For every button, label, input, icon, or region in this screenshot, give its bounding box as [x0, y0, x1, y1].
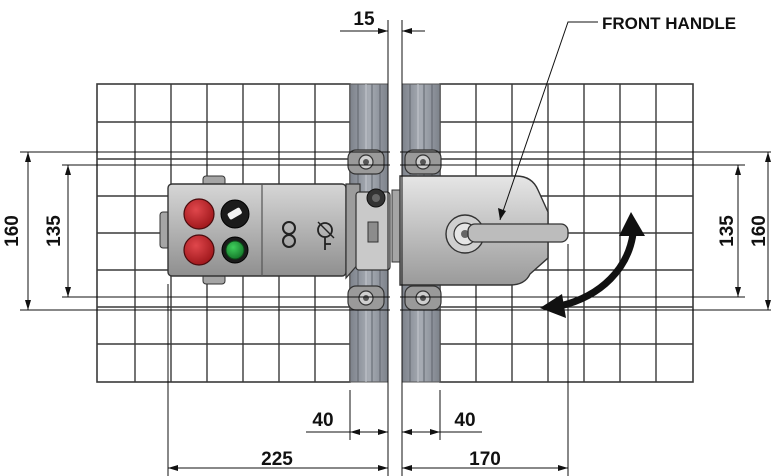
red-button-bottom — [183, 234, 215, 266]
dimension-arrowheads — [25, 28, 771, 471]
dim-right-width: 170 — [469, 449, 501, 470]
infinity-symbol-icon — [282, 221, 296, 248]
dim-right-height-outer: 160 — [749, 215, 770, 247]
dim-left-height-inner: 135 — [44, 215, 65, 247]
rotation-arrow-icon — [540, 212, 645, 318]
dim-right-height-inner: 135 — [717, 215, 738, 247]
dim-gap-top: 15 — [353, 9, 375, 30]
mounting-bracket-bottom-left — [347, 285, 385, 311]
dim-left-width: 225 — [261, 449, 293, 470]
green-button — [221, 236, 249, 264]
front-handle-label: FRONT HANDLE — [602, 14, 736, 33]
mounting-bracket-top-left — [347, 149, 385, 175]
selector-switch-black — [220, 199, 250, 229]
emergency-stop-red-button-top — [183, 198, 215, 230]
dimension-lines — [20, 20, 771, 476]
dim-left-height-outer: 160 — [2, 215, 23, 247]
dim-right-profile: 40 — [454, 410, 475, 431]
safety-switch-housing — [159, 175, 391, 285]
key-lock-icon — [317, 221, 335, 250]
mounting-bracket-top-right — [404, 149, 442, 175]
dim-left-profile: 40 — [312, 410, 333, 431]
mounting-bracket-bottom-right — [404, 285, 442, 311]
front-handle-assembly — [391, 175, 569, 286]
